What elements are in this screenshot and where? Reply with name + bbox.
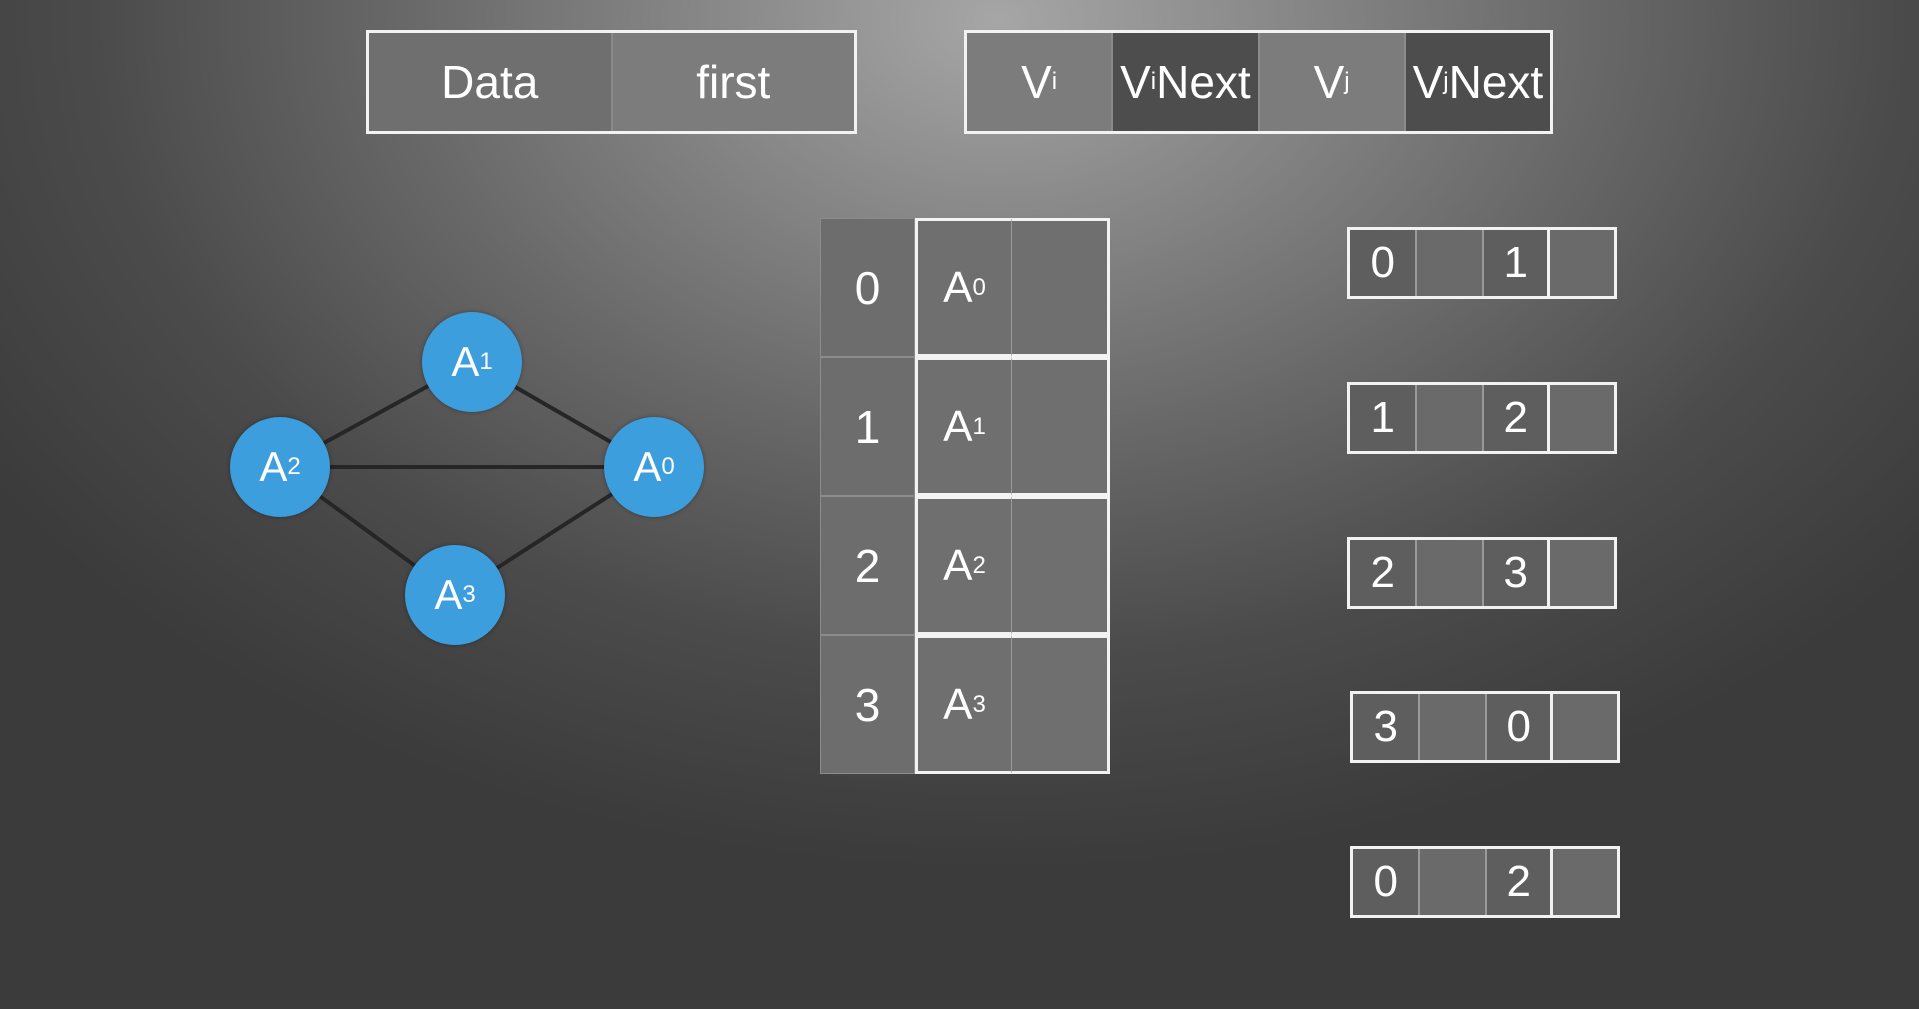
vjnext-sub: j	[1443, 68, 1449, 95]
vertex-a0-sub: 0	[661, 453, 675, 480]
edge-vi: 2	[1350, 540, 1416, 606]
edge-vi: 0	[1350, 230, 1416, 296]
edge-node: 1 2	[1347, 382, 1617, 454]
edge-vi: 3	[1353, 694, 1419, 760]
edge-vj-next	[1547, 230, 1614, 296]
data-field-label: Data	[369, 33, 611, 131]
vi-base: V	[1021, 56, 1052, 108]
edge-vi-next	[1418, 849, 1485, 915]
vertex-a0-base: A	[633, 443, 662, 490]
vjnext-rest: Next	[1448, 56, 1544, 108]
vertex-node-structure: Data first	[366, 30, 857, 134]
vertex-a2-base: A	[259, 443, 288, 490]
edge-node: 2 3	[1347, 537, 1617, 609]
edge-node: 3 0	[1350, 691, 1620, 763]
edge-vj-next	[1547, 385, 1614, 451]
edge-vi-next	[1418, 694, 1485, 760]
edge-vi: 0	[1353, 849, 1419, 915]
vertex-index: 3	[820, 635, 915, 774]
edge-vj: 3	[1481, 540, 1548, 606]
vinext-sub: i	[1150, 68, 1157, 95]
vertex-index: 2	[820, 496, 915, 635]
vertex-a3-sub: 3	[462, 581, 476, 608]
edge-node: 0 1	[1347, 227, 1617, 299]
vertex-data-sub: 1	[972, 412, 986, 440]
edge-vj: 0	[1484, 694, 1551, 760]
vertex-data-sub: 0	[972, 273, 986, 301]
vertex-first-pointer	[1012, 218, 1110, 357]
edge-vi-next	[1415, 540, 1482, 606]
vinext-base: V	[1120, 56, 1151, 108]
vertex-data-base: A	[943, 401, 973, 451]
first-field-label: first	[610, 33, 854, 131]
vertex-data-base: A	[943, 679, 973, 729]
vertex-first-pointer	[1012, 357, 1110, 496]
edge-vj-next	[1550, 694, 1617, 760]
vertex-first-pointer	[1012, 635, 1110, 774]
edge-vi: 1	[1350, 385, 1416, 451]
edge-vj-next	[1550, 849, 1617, 915]
vj-base: V	[1313, 56, 1345, 108]
edge-vj: 1	[1481, 230, 1548, 296]
vj-sub: j	[1344, 68, 1350, 95]
edge-vi-next	[1415, 230, 1482, 296]
vertex-a2-sub: 2	[287, 453, 301, 480]
vertex-a3-base: A	[434, 571, 463, 618]
vertex-index: 0	[820, 218, 915, 357]
vinext-rest: Next	[1156, 56, 1251, 108]
vertex-data-base: A	[943, 262, 973, 312]
vertex-data-sub: 3	[972, 690, 986, 718]
vertex-data-sub: 2	[972, 551, 986, 579]
vertex-data-base: A	[943, 540, 973, 590]
edge-node: 0 2	[1350, 846, 1620, 918]
vertex-first-pointer	[1012, 496, 1110, 635]
vertex-a1-base: A	[451, 338, 480, 385]
vi-sub: i	[1051, 68, 1058, 95]
edge-vi-next	[1415, 385, 1482, 451]
vjnext-base: V	[1412, 56, 1444, 108]
edge-vj-next	[1547, 540, 1614, 606]
edge-vj: 2	[1481, 385, 1548, 451]
edge-vj: 2	[1484, 849, 1551, 915]
vertex-a1-sub: 1	[479, 348, 493, 375]
vertex-index: 1	[820, 357, 915, 496]
